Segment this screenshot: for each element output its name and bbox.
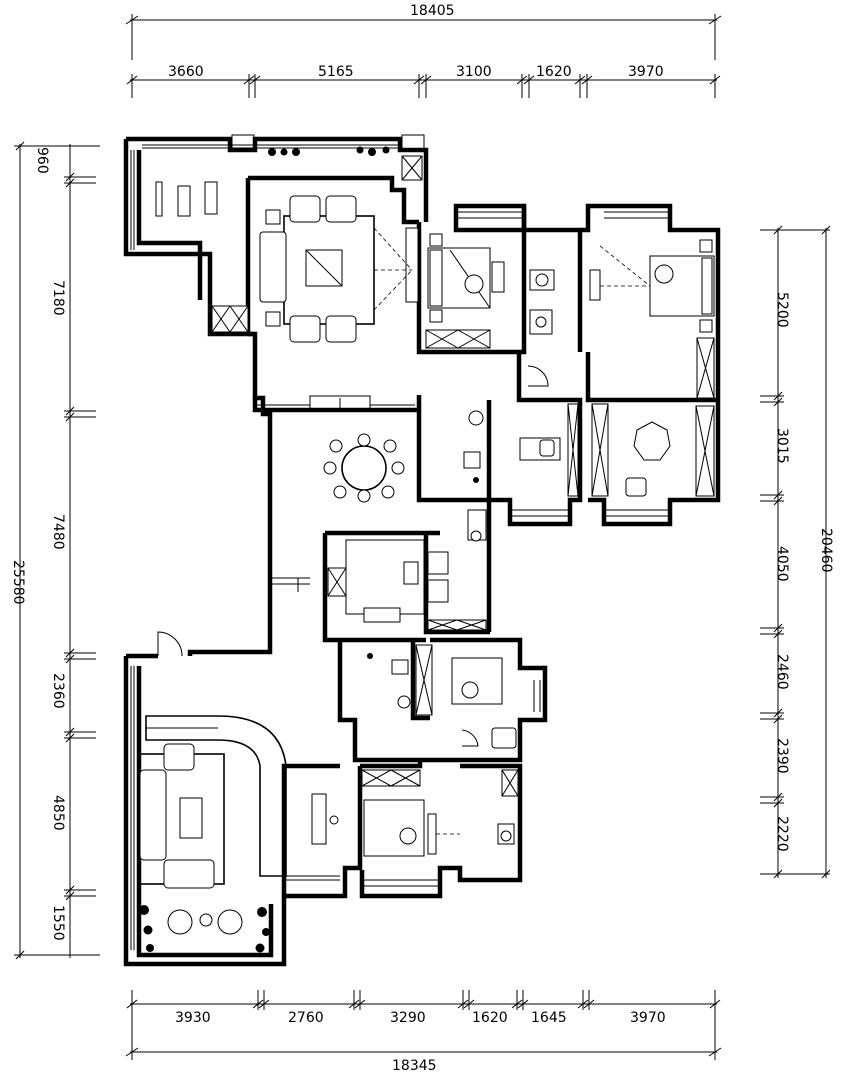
plants bbox=[139, 146, 479, 953]
bottom-dim-5: 1645 bbox=[531, 1010, 567, 1026]
right-dim-3: 4050 bbox=[774, 546, 790, 582]
bottom-dim-4: 1620 bbox=[472, 1010, 508, 1026]
walls bbox=[123, 136, 721, 967]
dining-table bbox=[323, 433, 405, 503]
lounge bbox=[139, 715, 287, 935]
fixtures bbox=[311, 269, 555, 845]
right-dim-5: 2390 bbox=[774, 738, 790, 774]
bedroom-top-middle bbox=[427, 233, 505, 323]
top-total-dim: 18405 bbox=[410, 3, 455, 19]
bottom-dim-6: 3970 bbox=[630, 1010, 666, 1026]
bottom-dimensions: 3930 2760 3290 1620 1645 3970 18345 bbox=[125, 990, 722, 1074]
right-dim-1: 5200 bbox=[774, 292, 790, 328]
top-dim-1: 3660 bbox=[168, 64, 204, 80]
top-dim-4: 1620 bbox=[536, 64, 572, 80]
bottom-total-dim: 18345 bbox=[392, 1058, 437, 1074]
right-dim-4: 2460 bbox=[774, 654, 790, 690]
left-dim-3: 7480 bbox=[50, 514, 66, 550]
cabinets bbox=[211, 155, 715, 797]
left-dim-6: 1550 bbox=[50, 905, 66, 941]
windows bbox=[130, 134, 670, 950]
left-dim-1: 960 bbox=[34, 147, 50, 174]
bottom-dim-2: 2760 bbox=[288, 1010, 324, 1026]
bedroom-middle-right bbox=[451, 657, 517, 749]
left-dim-5: 4850 bbox=[50, 795, 66, 831]
left-dim-2: 7180 bbox=[50, 280, 66, 316]
bedroom-top-right bbox=[589, 239, 715, 333]
bedroom-lower-middle bbox=[363, 799, 460, 857]
left-dim-4: 2360 bbox=[50, 673, 66, 709]
left-total-dim: 25580 bbox=[10, 560, 26, 605]
right-total-dim: 20460 bbox=[818, 528, 834, 573]
gym-equipment bbox=[155, 181, 218, 217]
left-dimensions: 25580 960 7180 7480 2360 bbox=[10, 141, 100, 960]
doors bbox=[157, 365, 549, 747]
top-dim-3: 3100 bbox=[456, 64, 492, 80]
bottom-dim-1: 3930 bbox=[175, 1010, 211, 1026]
top-dim-5: 3970 bbox=[628, 64, 664, 80]
right-dim-6: 2220 bbox=[774, 816, 790, 852]
top-dimensions: 18405 3660 5165 3100 1620 bbox=[125, 3, 722, 98]
right-dim-2: 3015 bbox=[774, 428, 790, 464]
top-dim-2: 5165 bbox=[318, 64, 354, 80]
right-dimensions: 5200 3015 4050 2460 2390 2220 20460 bbox=[760, 225, 834, 879]
study bbox=[519, 421, 671, 497]
living-room-furniture bbox=[259, 195, 419, 343]
bottom-dim-3: 3290 bbox=[390, 1010, 426, 1026]
